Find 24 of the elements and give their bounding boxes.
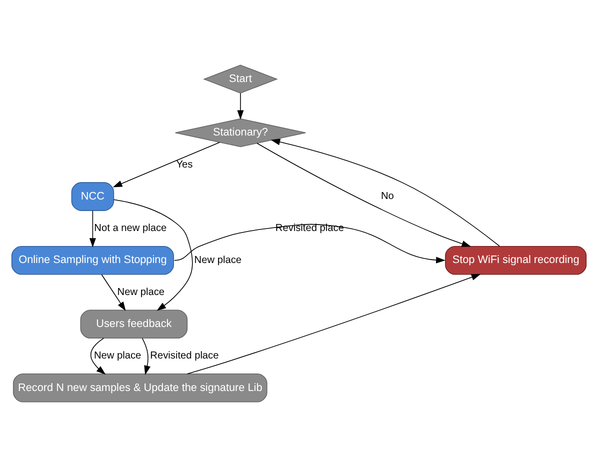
arrow — [256, 142, 472, 246]
arrow — [142, 337, 150, 374]
node-diamond: Start — [203, 64, 278, 94]
edge-label: Not a new place — [94, 222, 167, 234]
arrow — [174, 223, 446, 263]
node-box: Users feedback — [80, 309, 188, 338]
edge-label: Yes — [176, 158, 193, 170]
arrow — [112, 141, 220, 187]
arrow — [270, 138, 500, 246]
arrow — [90, 337, 106, 374]
edge-label: No — [381, 190, 394, 202]
arrow — [101, 274, 126, 311]
node-box: NCC — [71, 182, 114, 210]
node-box: Stop WiFi signal recording — [445, 245, 587, 274]
arrow — [89, 210, 96, 247]
edge-label: New place — [94, 350, 142, 362]
edge-label: New place — [194, 254, 242, 266]
node-box: Online Sampling with Stopping — [11, 245, 174, 274]
arrow — [237, 92, 244, 120]
edge-label: Revisited place — [150, 350, 219, 362]
edge-label: New place — [117, 286, 165, 298]
arrow — [186, 273, 481, 374]
arrow — [113, 198, 193, 310]
node-box: Record N new samples & Update the signature Lib — [12, 373, 268, 402]
